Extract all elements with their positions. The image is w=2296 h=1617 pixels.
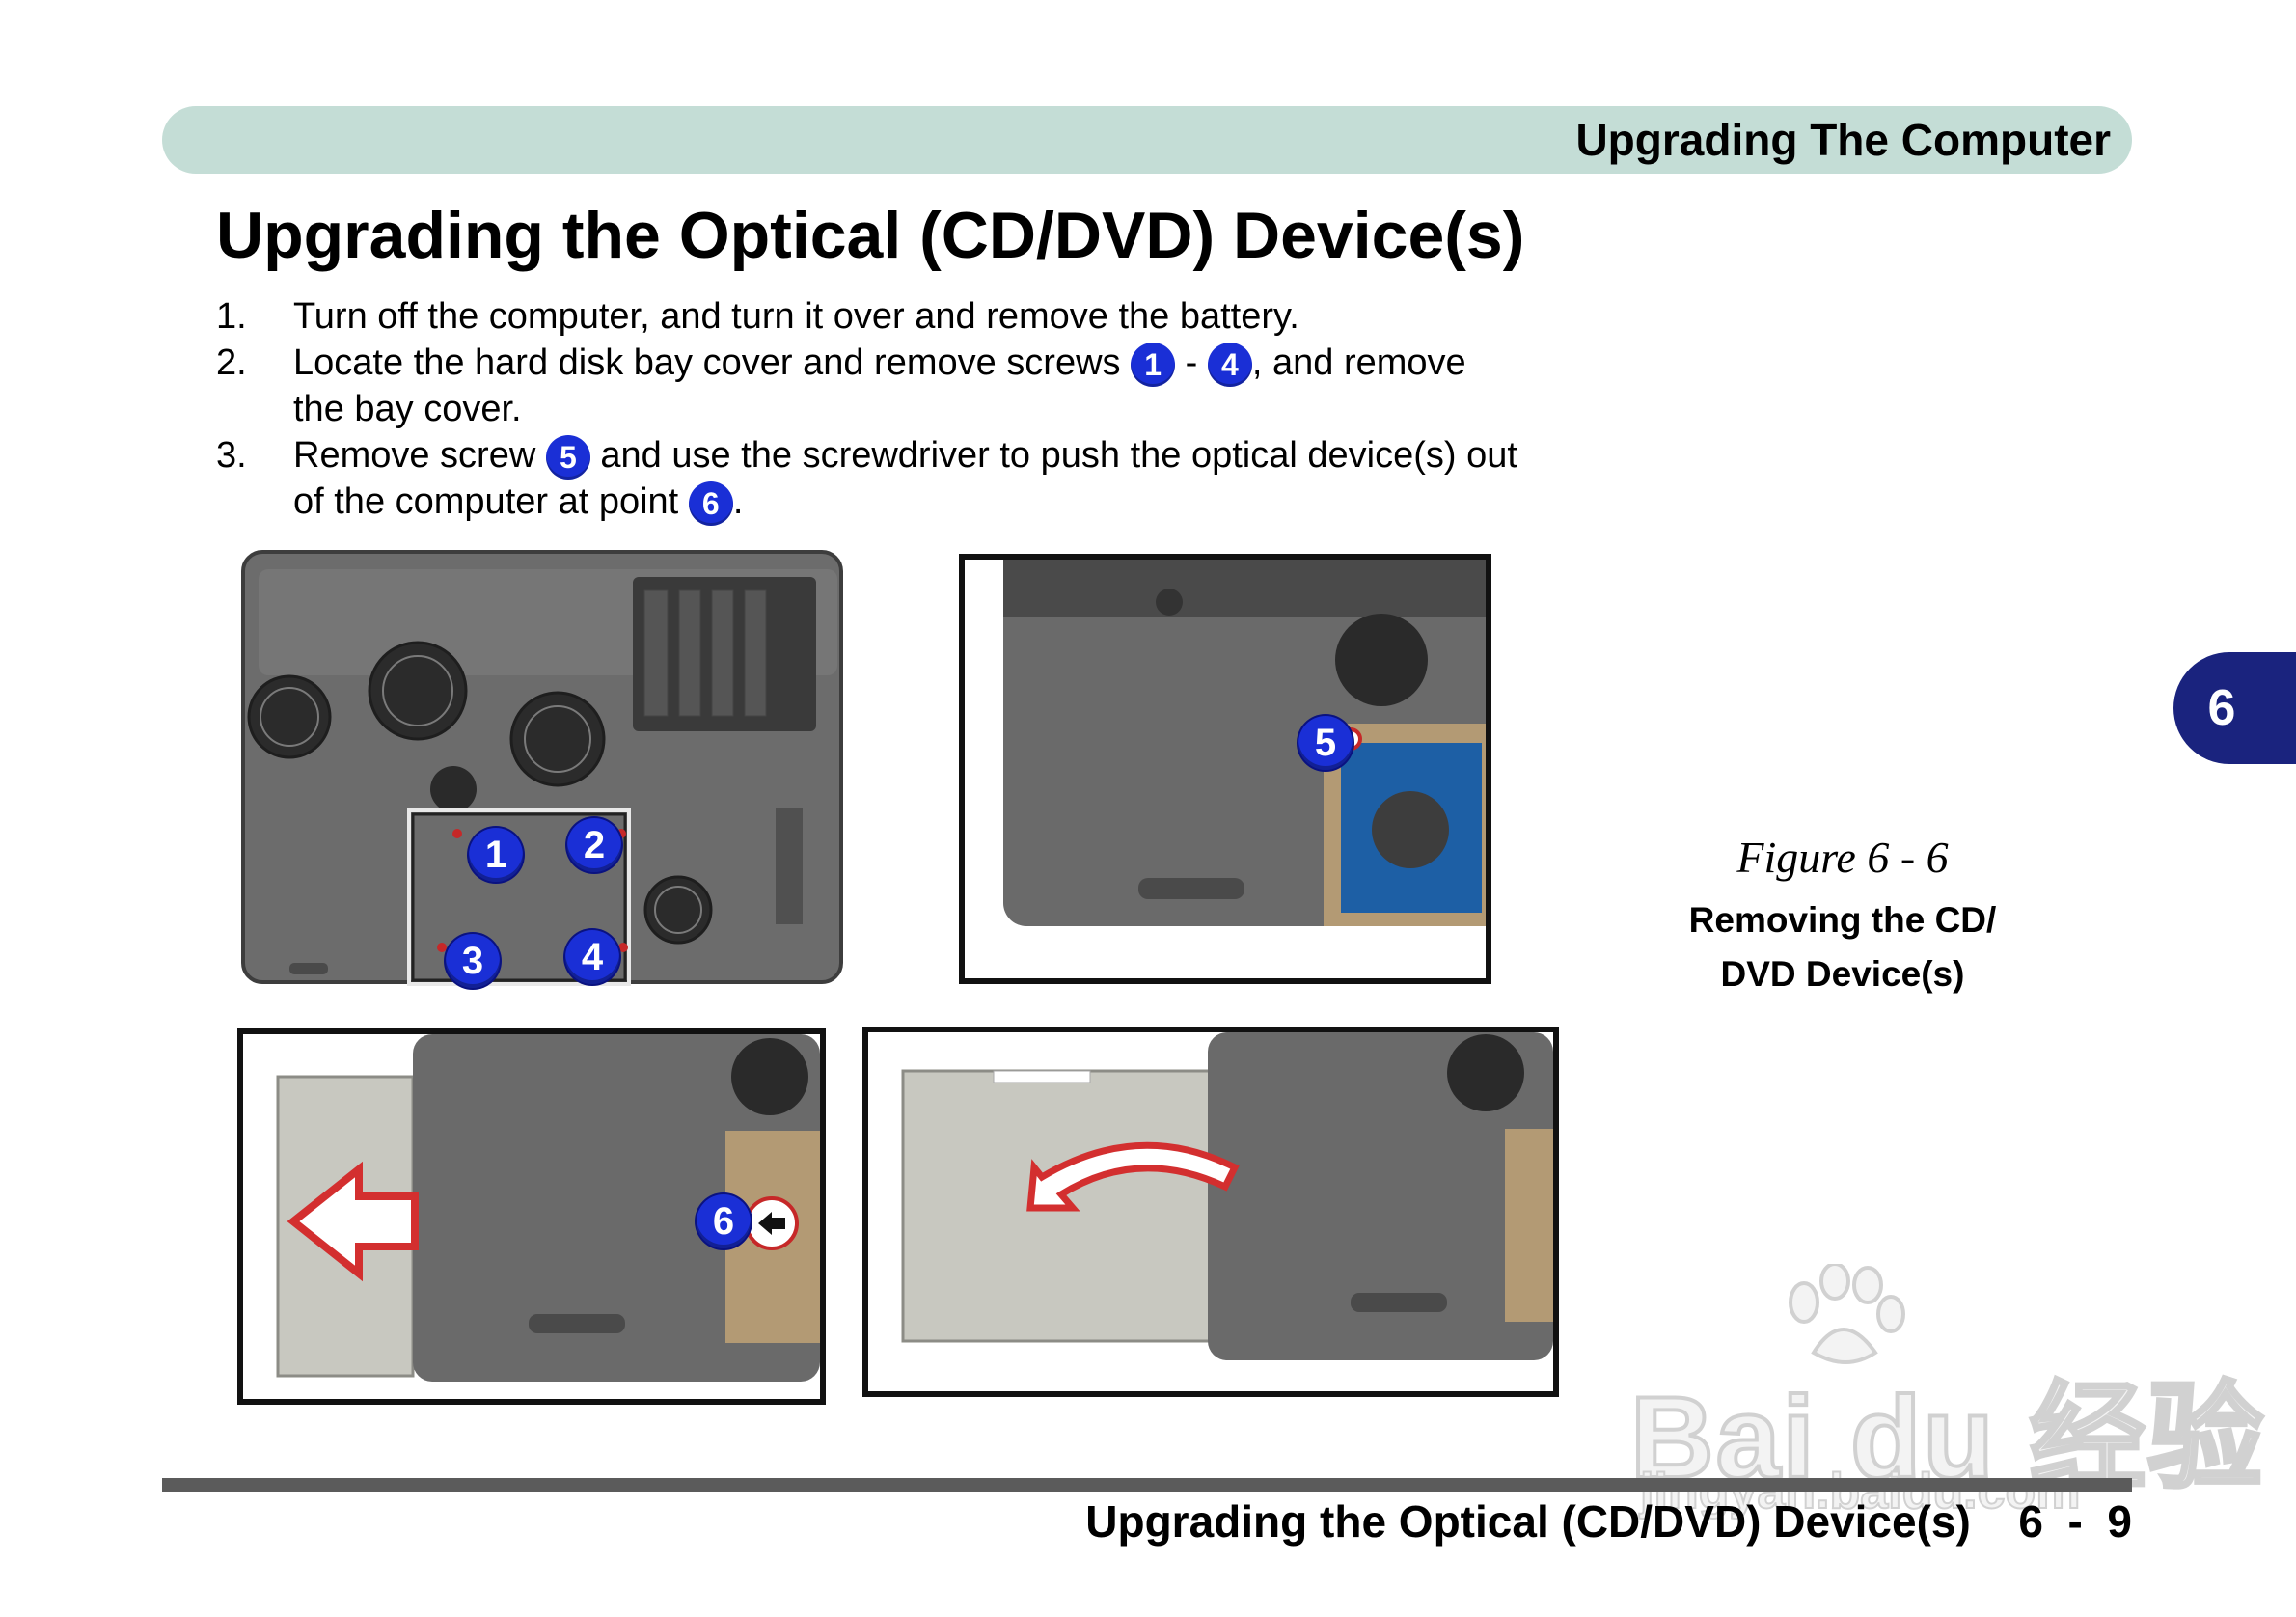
step-text-part: -	[1175, 343, 1208, 383]
step-text: Locate the hard disk bay cover and remov…	[293, 340, 1466, 387]
header-bar: Upgrading The Computer	[162, 106, 2132, 174]
callout-5: 5	[1298, 716, 1353, 770]
chapter-number: 6	[2207, 680, 2236, 736]
step-text-part: of the computer at point	[293, 481, 689, 522]
footer-title: Upgrading the Optical (CD/DVD) Device(s)	[1085, 1496, 1971, 1547]
step-text: the bay cover.	[293, 389, 522, 429]
callout-2: 2	[567, 818, 621, 872]
footer: Upgrading the Optical (CD/DVD) Device(s)…	[1085, 1495, 2132, 1548]
step-text-part: .	[732, 481, 744, 522]
inline-badge: 5	[545, 434, 590, 480]
inline-badge: 6	[688, 480, 733, 526]
callout-4: 4	[565, 930, 619, 984]
callout-3: 3	[446, 934, 500, 988]
callout-1: 1	[469, 828, 523, 882]
photo-eject-point-6: 6	[237, 1028, 826, 1405]
step-text-part: and use the screwdriver to push the opti…	[589, 435, 1517, 476]
step-text-part: , and remove	[1251, 343, 1466, 383]
figure-caption: Removing the CD/ DVD Device(s)	[1640, 893, 2045, 1001]
section-title: Upgrading The Computer	[1575, 115, 2111, 165]
step-number: 2.	[216, 343, 247, 383]
paw-logo-icon	[1789, 1264, 1905, 1364]
inline-badge: 1	[1131, 342, 1176, 387]
step-text: Turn off the computer, and turn it over …	[293, 296, 1299, 337]
step-number: 1.	[216, 296, 247, 337]
inline-badge: 4	[1207, 342, 1252, 387]
photo-remove-drive	[862, 1027, 1559, 1397]
page-number: 6 - 9	[2018, 1496, 2132, 1547]
step-text: Remove screw 5 and use the screwdriver t…	[293, 432, 1517, 480]
watermark-url: jingyan.baidu.com	[1639, 1463, 2081, 1521]
callout-6: 6	[697, 1194, 751, 1248]
step-text-part: Remove screw	[293, 435, 546, 476]
figure-caption-line: DVD Device(s)	[1720, 954, 1965, 994]
photo-screw-5: 5	[959, 554, 1491, 984]
photo-laptop-underside: 1 2 3 4	[239, 548, 849, 992]
laptop-underside-illustration	[241, 550, 843, 986]
footer-rule	[162, 1478, 2132, 1492]
chapter-tab	[2173, 652, 2296, 764]
figure-number: Figure 6 - 6	[1736, 833, 1949, 882]
step-text-part: Locate the hard disk bay cover and remov…	[293, 343, 1132, 383]
screw-closeup-illustration	[965, 560, 1486, 978]
remove-drive-illustration	[868, 1032, 1553, 1391]
step-text: of the computer at point 6.	[293, 479, 743, 526]
figure-caption-line: Removing the CD/	[1688, 900, 1997, 940]
baidu-watermark: Bai du 经验 jingyan.baidu.com	[1628, 1264, 2265, 1521]
page-title: Upgrading the Optical (CD/DVD) Device(s)	[216, 199, 1525, 272]
step-number: 3.	[216, 435, 247, 476]
